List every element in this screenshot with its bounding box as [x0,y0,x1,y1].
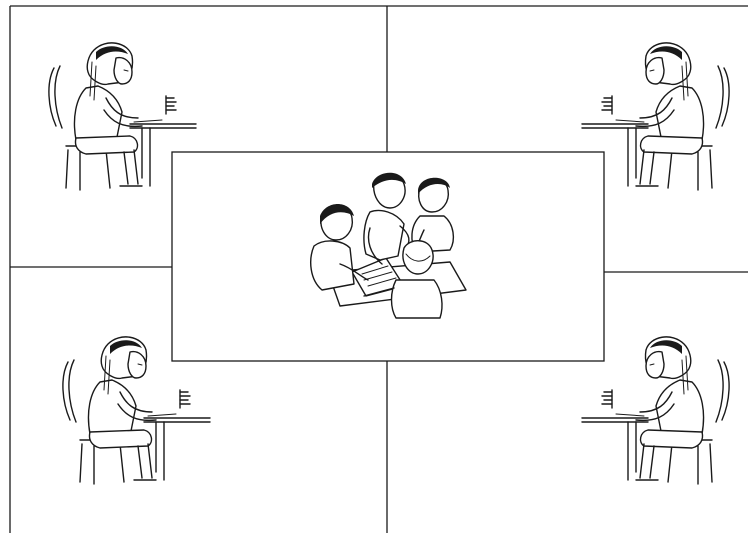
placemat-diagram [0,0,750,533]
